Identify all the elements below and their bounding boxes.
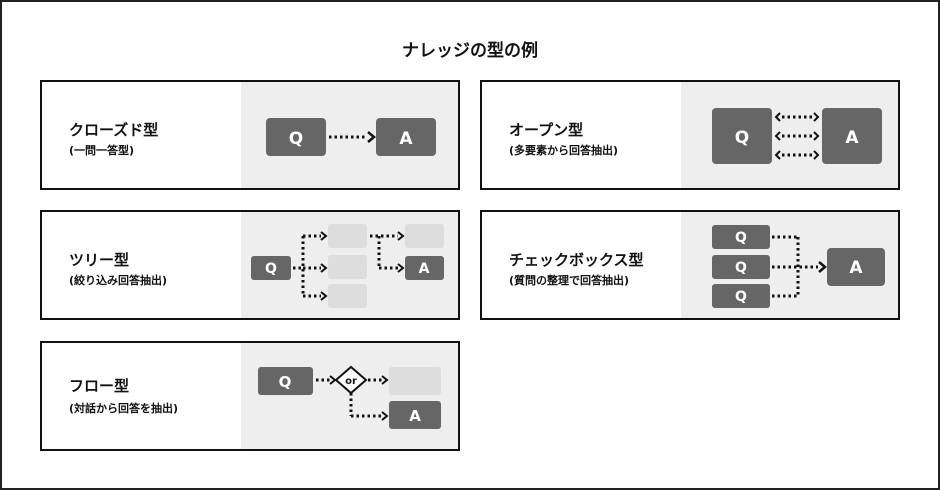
card-closed: クローズド型 (一問一答型) Q A: [40, 80, 460, 190]
diagram-svg: Q A: [251, 224, 444, 308]
card-subtitle: (対話から回答を抽出): [69, 402, 179, 415]
question-node-label: Q: [279, 373, 292, 391]
card-open: オープン型 (多要素から回答抽出) Q A: [480, 80, 900, 190]
diagram-checkbox: Q Q Q A: [681, 212, 898, 318]
answer-node-label: A: [409, 407, 421, 425]
card-title: ツリー型: [69, 251, 130, 269]
branch-diamond: [334, 365, 368, 395]
question-node: [251, 256, 291, 280]
answer-node: [389, 401, 441, 429]
card-label-area: ツリー型 (絞り込み回答抽出): [42, 212, 241, 318]
double-arrow-bottom: [774, 150, 820, 160]
tree-connectors: [293, 234, 398, 298]
answer-node-label: A: [399, 129, 413, 149]
answer-node: [822, 108, 882, 164]
question-node: [712, 284, 770, 308]
branch-label: or: [345, 376, 357, 387]
option-node: [328, 255, 367, 279]
tree-arrow-heads: [320, 231, 405, 301]
card-subtitle: (質問の整理で回答抽出): [509, 274, 630, 287]
diagram-svg: Q or A: [258, 365, 441, 429]
question-node: [712, 255, 770, 279]
question-node: [266, 118, 326, 156]
card-title: オープン型: [509, 121, 584, 139]
card-label-area: クローズド型 (一問一答型): [42, 82, 241, 188]
answer-node: [827, 248, 885, 286]
answer-node: [405, 256, 444, 280]
option-node: [328, 284, 367, 308]
page-title: ナレッジの型の例: [402, 41, 538, 61]
question-node-label: Q: [289, 129, 303, 149]
flow-connectors: [316, 378, 382, 418]
arrow-head: [367, 131, 376, 143]
answer-node: [376, 118, 436, 156]
double-arrow-top: [774, 112, 820, 122]
diagram-open: Q A: [681, 82, 898, 188]
card-title: フロー型: [69, 377, 130, 395]
option-node: [389, 367, 441, 395]
option-node: [328, 224, 367, 248]
question-node-label: Q: [735, 128, 749, 148]
card-title: チェックボックス型: [509, 251, 644, 269]
answer-node-label: A: [849, 258, 863, 278]
answer-node-label: A: [419, 261, 430, 277]
card-title: クローズド型: [69, 121, 159, 139]
card-subtitle: (絞り込み回答抽出): [69, 274, 168, 287]
question-node: [712, 225, 770, 249]
diagram-svg: Q A: [712, 108, 882, 164]
diagram-tree: Q A: [241, 212, 458, 318]
card-subtitle: (多要素から回答抽出): [509, 144, 619, 157]
card-flow: フロー型 (対話から回答を抽出) Q or A: [40, 341, 460, 451]
diagram-flow: Q or A: [241, 343, 458, 449]
question-node: [258, 367, 313, 395]
question-node-label: Q: [735, 230, 747, 246]
diagram-svg: Q A: [266, 118, 436, 156]
card-tree: ツリー型 (絞り込み回答抽出) Q: [40, 210, 460, 320]
card-subtitle: (一問一答型): [69, 144, 135, 157]
question-node-label: Q: [735, 260, 747, 276]
card-checkbox: チェックボックス型 (質問の整理で回答抽出) Q Q Q A: [480, 210, 900, 320]
card-label-area: チェックボックス型 (質問の整理で回答抽出): [482, 212, 681, 318]
question-node: [712, 108, 772, 164]
diagram-closed: Q A: [241, 82, 458, 188]
option-node: [405, 224, 444, 248]
arrow-head: [818, 261, 827, 273]
diagram-svg: Q Q Q A: [712, 225, 885, 308]
question-node-label: Q: [735, 289, 747, 305]
question-node-label: Q: [265, 261, 277, 277]
card-label-area: オープン型 (多要素から回答抽出): [482, 82, 681, 188]
merge-connectors: [772, 235, 818, 298]
answer-node-label: A: [845, 128, 859, 148]
card-label-area: フロー型 (対話から回答を抽出): [42, 343, 241, 449]
double-arrow-middle: [774, 131, 820, 141]
